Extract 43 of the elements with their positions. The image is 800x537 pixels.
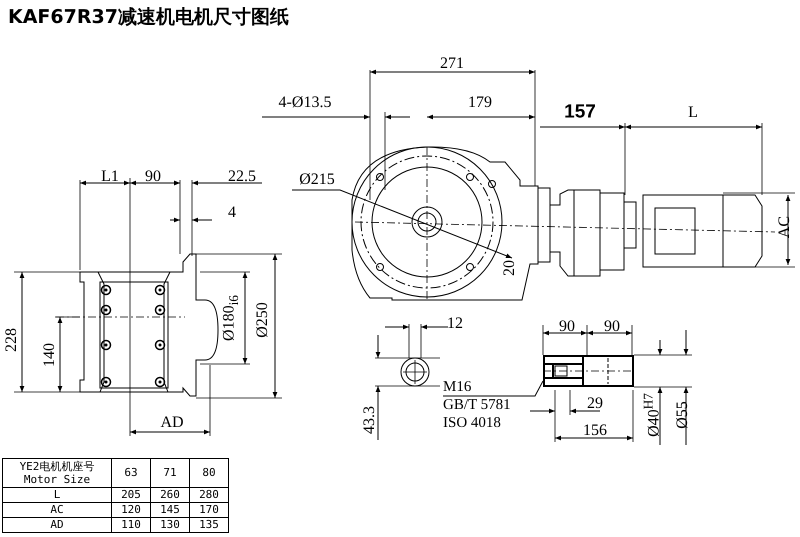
table-cell: 120 — [112, 502, 150, 518]
dimension-label: 90 — [604, 319, 620, 335]
dimension-value: 157 — [564, 102, 596, 122]
dimension-label: 140 — [42, 343, 58, 367]
table-cell: AC — [2, 502, 112, 518]
dimension-label: 12 — [447, 316, 463, 332]
dimension-label: 22.5 — [228, 169, 256, 185]
dimension-label: 156 — [583, 423, 607, 439]
table-cell: 71 — [150, 458, 190, 488]
table-cell: YE2电机机座号 Motor Size — [2, 458, 112, 488]
dimension-label: 90 — [559, 319, 575, 335]
dimension-label: 228 — [4, 328, 20, 352]
dimension-label: L1 — [101, 169, 119, 185]
dimension-label: Ø250 — [255, 302, 271, 338]
table-cell: 170 — [190, 502, 228, 518]
hollow-shaft-section-drawing — [543, 355, 634, 387]
table-cell: AD — [2, 518, 112, 532]
leader-line — [442, 380, 544, 396]
table-cell: 280 — [190, 488, 228, 502]
dimension-label: 90 — [145, 169, 161, 185]
dimension-label: Ø215 — [299, 172, 335, 188]
table-cell: 80 — [190, 458, 228, 488]
dimension-label: L — [688, 105, 698, 121]
table-cell: 145 — [150, 502, 190, 518]
standard-note: ISO 4018 — [443, 414, 502, 432]
table-cell: 205 — [112, 488, 150, 502]
table-cell: L — [2, 488, 112, 502]
table-cell: 110 — [112, 518, 150, 532]
standard-note: M16 — [443, 378, 472, 396]
title: KAF67R37减速机电机尺寸图纸 — [8, 5, 289, 30]
table-cell: 260 — [150, 488, 190, 502]
table-cell: 135 — [190, 518, 228, 532]
dimension-label: 4-Ø13.5 — [278, 95, 332, 111]
table-cell: 130 — [150, 518, 190, 532]
dimension-label: 43.3 — [362, 406, 378, 434]
table-cell: 63 — [112, 458, 150, 488]
dimension-label: 179 — [468, 95, 492, 111]
dimension-label: 20 — [502, 260, 518, 276]
standard-note: GB/T 5781 — [443, 396, 512, 414]
dimension-label: 271 — [440, 56, 464, 72]
dimension-label: 29 — [587, 396, 603, 412]
dimension-label: 4 — [228, 205, 236, 221]
dimension-label: AD — [160, 415, 184, 431]
